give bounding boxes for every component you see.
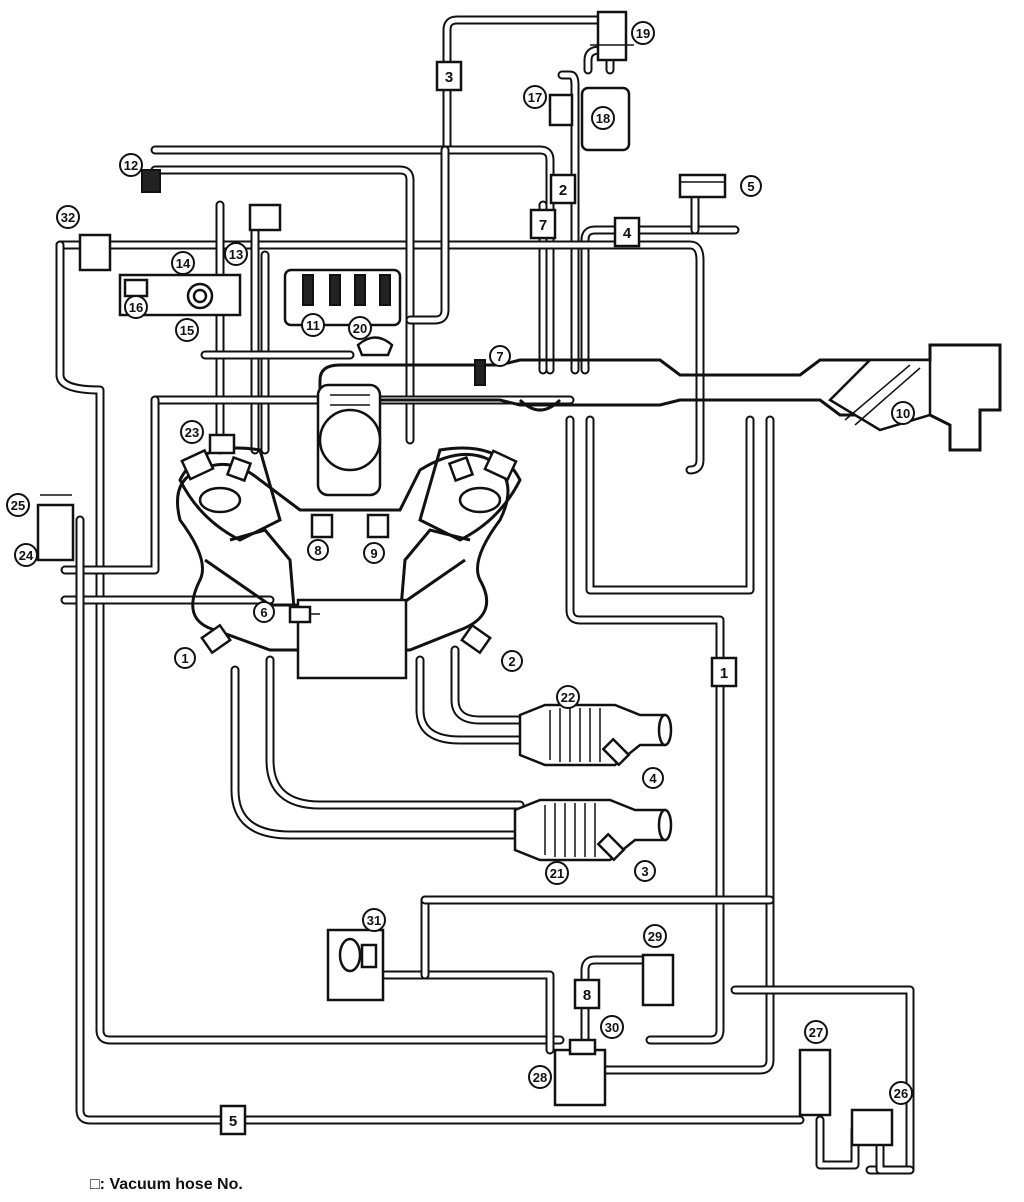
- callout-30: 30: [600, 1015, 624, 1039]
- callout-label-29: 29: [648, 929, 662, 944]
- hose-label-4: 4: [623, 225, 632, 242]
- callout-label-12: 12: [124, 158, 138, 173]
- callout-label-25: 25: [11, 498, 25, 513]
- callout-12: 12: [119, 153, 143, 177]
- hose-box-2: 2: [549, 173, 577, 205]
- callout-25: 25: [6, 493, 30, 517]
- callout-16: 16: [124, 295, 148, 319]
- callout-31: 31: [362, 908, 386, 932]
- callout-label-20: 20: [353, 321, 367, 336]
- callout-17: 17: [523, 85, 547, 109]
- callout-label-32: 32: [61, 210, 75, 225]
- callout-1: 1: [174, 647, 196, 669]
- callout-label-1: 1: [181, 651, 188, 666]
- callout-label-10: 10: [896, 406, 910, 421]
- callout-11: 11: [301, 313, 325, 337]
- callout-label-13: 13: [229, 247, 243, 262]
- legend-symbol: □: [90, 1176, 100, 1193]
- callout-label-21: 21: [550, 866, 564, 881]
- hose-label-5: 5: [229, 1113, 237, 1130]
- callout-20: 20: [348, 316, 372, 340]
- exhaust-system: [200, 623, 673, 862]
- callout-label-14: 14: [176, 256, 191, 271]
- callout-27: 27: [804, 1020, 828, 1044]
- hose-label-8: 8: [583, 987, 591, 1004]
- callout-10: 10: [891, 401, 915, 425]
- hose-box-5: 5: [219, 1104, 247, 1136]
- callout-26: 26: [889, 1081, 913, 1105]
- legend: □: Vacuum hose No.: [90, 1176, 243, 1194]
- callout-label-11: 11: [306, 318, 320, 333]
- hose-box-1: 1: [710, 656, 738, 688]
- callout-7: 7: [489, 345, 511, 367]
- callout-label-23: 23: [185, 425, 199, 440]
- hose-label-1: 1: [720, 665, 728, 682]
- callout-15: 15: [175, 318, 199, 342]
- hose-label-2: 2: [559, 182, 567, 199]
- callout-label-6: 6: [260, 605, 267, 620]
- callout-label-7: 7: [496, 349, 503, 364]
- callout-29: 29: [643, 924, 667, 948]
- callout-2: 2: [501, 650, 523, 672]
- callout-23: 23: [180, 420, 204, 444]
- component-number-labels: 1 2 3 4 5 6 7 8 9 10 11 12 13 14 15 16 1…: [6, 21, 915, 1105]
- callout-label-5: 5: [747, 179, 754, 194]
- callout-label-2: 2: [508, 654, 515, 669]
- hose-label-7: 7: [539, 217, 547, 234]
- hose-box-8: 8: [573, 978, 601, 1010]
- callout-label-16: 16: [129, 300, 143, 315]
- legend-text: : Vacuum hose No.: [99, 1176, 243, 1193]
- callout-19: 19: [631, 21, 655, 45]
- callout-22: 22: [556, 685, 580, 709]
- callout-32: 32: [56, 205, 80, 229]
- callout-label-30: 30: [605, 1020, 619, 1035]
- callout-label-9: 9: [370, 546, 377, 561]
- callout-14: 14: [171, 251, 195, 275]
- callout-label-19: 19: [636, 26, 650, 41]
- callout-label-18: 18: [596, 111, 610, 126]
- callout-label-28: 28: [533, 1070, 547, 1085]
- callout-6: 6: [253, 601, 275, 623]
- callout-label-26: 26: [894, 1086, 908, 1101]
- callout-21: 21: [545, 861, 569, 885]
- hose-number-boxes: 1 2 3 4 5 7 8: [219, 60, 738, 1136]
- callout-label-22: 22: [561, 690, 575, 705]
- callout-4: 4: [642, 767, 664, 789]
- callout-label-15: 15: [180, 323, 194, 338]
- callout-13: 13: [224, 242, 248, 266]
- callout-label-8: 8: [314, 543, 321, 558]
- callout-label-31: 31: [367, 913, 381, 928]
- callout-8: 8: [307, 539, 329, 561]
- callout-3: 3: [634, 860, 656, 882]
- vacuum-hoses: [55, 15, 915, 1175]
- callout-5: 5: [740, 175, 762, 197]
- callout-28: 28: [528, 1065, 552, 1089]
- hose-box-3: 3: [435, 60, 463, 92]
- hose-box-4: 4: [613, 216, 641, 248]
- callout-24: 24: [14, 543, 38, 567]
- engine-block: [176, 446, 522, 680]
- callout-9: 9: [363, 542, 385, 564]
- callout-label-24: 24: [19, 548, 34, 563]
- intake-duct: [316, 343, 1002, 497]
- callout-label-4: 4: [649, 771, 657, 786]
- callout-label-17: 17: [528, 90, 542, 105]
- callout-18: 18: [591, 106, 615, 130]
- callout-label-27: 27: [809, 1025, 823, 1040]
- hose-label-3: 3: [445, 69, 453, 86]
- hose-box-7: 7: [529, 208, 557, 240]
- callout-label-3: 3: [641, 864, 648, 879]
